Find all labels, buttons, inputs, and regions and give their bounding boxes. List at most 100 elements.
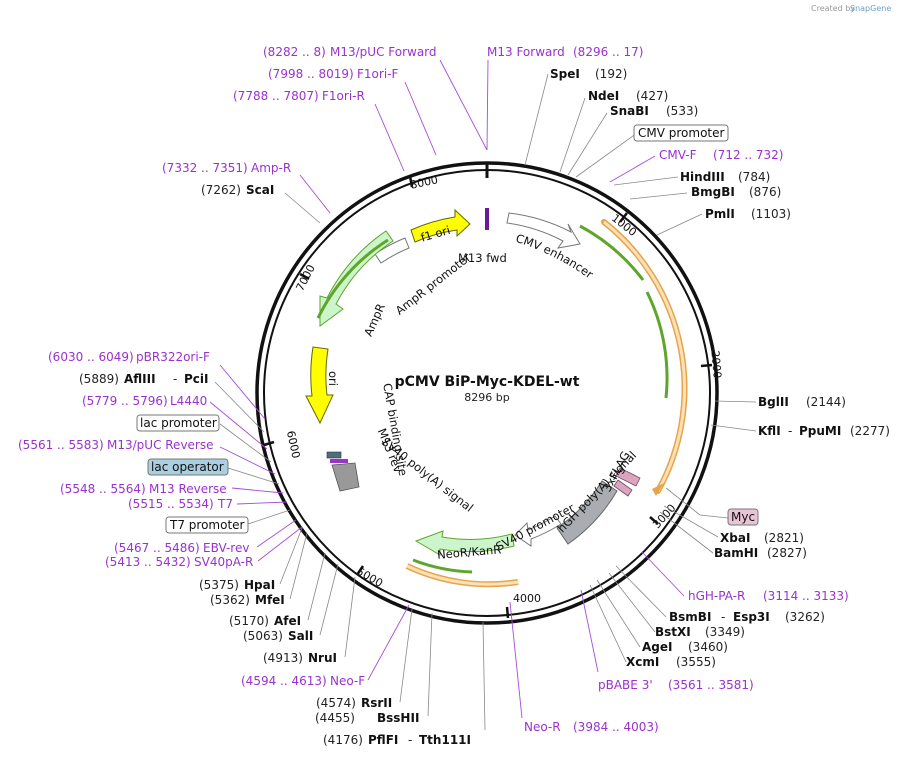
- m13-puc-rev-name[interactable]: M13/pUC Reverse: [107, 438, 214, 452]
- snabi-name[interactable]: SnaBI: [610, 104, 649, 118]
- f1ori-r-name[interactable]: F1ori-R: [322, 89, 365, 103]
- ebv-rev-name[interactable]: EBV-rev: [203, 541, 249, 555]
- ndei-name[interactable]: NdeI: [588, 89, 619, 103]
- leader-pbr322ori-f: [219, 364, 266, 420]
- f1ori-r-pos: (7788 .. 7807): [233, 89, 319, 103]
- hgh-polya-signal-box[interactable]: [556, 480, 618, 545]
- xcmi-pos: (3555): [676, 655, 716, 669]
- right-labels: SpeI (192) NdeI (427) SnaBI (533) CMV pr…: [524, 67, 890, 734]
- m13-fwd-name[interactable]: M13 Forward: [487, 45, 565, 59]
- ampr-label: AmpR: [361, 301, 388, 338]
- afei-name[interactable]: AfeI: [274, 614, 301, 628]
- tick-2000: [700, 363, 713, 368]
- t7-name[interactable]: T7: [217, 497, 233, 511]
- ori-label: ori: [326, 371, 340, 386]
- ppumi-name[interactable]: PpuMI: [799, 424, 841, 438]
- leader-pbabe3: [580, 589, 599, 673]
- afliii-name[interactable]: AflIII: [124, 372, 156, 386]
- neor-kanr-arrow[interactable]: [414, 530, 515, 556]
- f1ori-f-pos: (7998 .. 8019): [268, 67, 354, 81]
- cmv-promoter-box[interactable]: [633, 124, 729, 142]
- pbr322ori-f-name[interactable]: pBR322ori-F: [136, 350, 210, 364]
- t7-promoter-box[interactable]: [165, 516, 249, 534]
- leader-myc: [665, 487, 729, 519]
- ampr-green-arc[interactable]: [316, 238, 389, 319]
- pbr322ori-f-pos: (6030 .. 6049): [48, 350, 134, 364]
- leader-pmli: [656, 213, 703, 236]
- agei-name[interactable]: AgeI: [642, 640, 672, 654]
- neo-orf-arc-inner: [406, 564, 519, 586]
- m13-rev-mark[interactable]: [330, 459, 348, 463]
- xcmi-name[interactable]: XcmI: [626, 655, 659, 669]
- ampr-promoter-arrow[interactable]: [374, 237, 410, 264]
- nrui-pos: (4913): [263, 651, 303, 665]
- tick-4000: [505, 606, 510, 619]
- neo-green-arc[interactable]: [412, 558, 473, 574]
- neo-f-name[interactable]: Neo-F: [330, 674, 365, 688]
- kfli-name[interactable]: KflI: [758, 424, 781, 438]
- right-leaders: [509, 73, 757, 719]
- m13-puc-fwd-name[interactable]: M13/pUC Forward: [330, 45, 437, 59]
- m13-fwd-pos: (8296 .. 17): [573, 45, 643, 59]
- myc-box[interactable]: [727, 508, 759, 526]
- myc-tag-box[interactable]: [613, 479, 633, 497]
- f1-ori-arrow[interactable]: [410, 208, 471, 243]
- pflfi-name[interactable]: PflFI: [368, 733, 398, 747]
- leader-xcmi: [589, 584, 627, 663]
- sv40-promoter-arrow[interactable]: [514, 515, 562, 547]
- bamhi-name[interactable]: BamHI: [714, 546, 758, 560]
- amp-r-pos: (7332 .. 7351): [162, 161, 248, 175]
- scai-name[interactable]: ScaI: [246, 183, 274, 197]
- leader-t7-promoter: [247, 509, 291, 525]
- rsrii-name[interactable]: RsrII: [361, 696, 392, 710]
- bsmbi-name[interactable]: BsmBI: [669, 610, 711, 624]
- l4440-name[interactable]: L4440: [170, 394, 207, 408]
- sv40-polya-signal-box[interactable]: [331, 462, 360, 492]
- hgh-pa-r-name[interactable]: hGH-PA-R: [688, 589, 745, 603]
- tth111i-name[interactable]: Tth111I: [419, 733, 471, 747]
- ori-arrow[interactable]: [305, 346, 334, 425]
- tick-7000: [299, 272, 310, 281]
- orf-green-arc-2[interactable]: [645, 291, 669, 399]
- leader-spei: [524, 73, 549, 166]
- spei-name[interactable]: SpeI: [550, 67, 580, 81]
- cmv-f-name[interactable]: CMV-F: [659, 148, 697, 162]
- flag-tag-box[interactable]: [615, 467, 641, 487]
- neo-r-name[interactable]: Neo-R: [524, 720, 561, 734]
- sali-name[interactable]: SalI: [288, 629, 313, 643]
- bglii-pos: (2144): [806, 395, 846, 409]
- ampr-arrow[interactable]: [319, 230, 394, 327]
- bip-orf-arc-inner: [603, 220, 687, 492]
- m13-fwd-primer-mark[interactable]: [485, 208, 489, 230]
- xbai-name[interactable]: XbaI: [720, 531, 750, 545]
- ebv-rev-pos: (5467 .. 5486): [114, 541, 200, 555]
- sv40-polya-signal-label: SV40 poly(A) signal: [379, 435, 476, 515]
- sv40pa-r-name[interactable]: SV40pA-R: [194, 555, 253, 569]
- pbabe3-name[interactable]: pBABE 3': [598, 678, 653, 692]
- hindiii-name[interactable]: HindIII: [680, 170, 725, 184]
- pmli-name[interactable]: PmlI: [705, 207, 735, 221]
- features: [305, 208, 688, 588]
- cmv-promoter-label: CMV promoter: [638, 126, 725, 140]
- lac-operator-label: lac operator: [151, 460, 224, 474]
- bglii-name[interactable]: BglII: [758, 395, 789, 409]
- amp-r-name[interactable]: Amp-R: [251, 161, 291, 175]
- left-leaders: [209, 59, 489, 731]
- f1ori-f-name[interactable]: F1ori-F: [357, 67, 398, 81]
- m13-reverse-name[interactable]: M13 Reverse: [149, 482, 227, 496]
- nrui-name[interactable]: NruI: [308, 651, 337, 665]
- orf-green-arc-1[interactable]: [579, 224, 645, 281]
- leader-m13-puc-fwd: [439, 59, 488, 151]
- esp3i-name[interactable]: Esp3I: [733, 610, 770, 624]
- bmgbi-name[interactable]: BmgBI: [691, 185, 735, 199]
- bstxi-name[interactable]: BstXI: [655, 625, 691, 639]
- cmv-enhancer-arrow[interactable]: [506, 212, 581, 249]
- hpai-name[interactable]: HpaI: [244, 578, 275, 592]
- pcii-name[interactable]: PciI: [184, 372, 209, 386]
- lac-promoter-box[interactable]: [136, 414, 220, 432]
- lac-operator-box[interactable]: [147, 458, 229, 476]
- pmli-pos: (1103): [751, 207, 791, 221]
- lac-operator-mark[interactable]: [326, 451, 342, 459]
- bsshii-name[interactable]: BssHII: [377, 711, 419, 725]
- mfei-name[interactable]: MfeI: [255, 593, 285, 607]
